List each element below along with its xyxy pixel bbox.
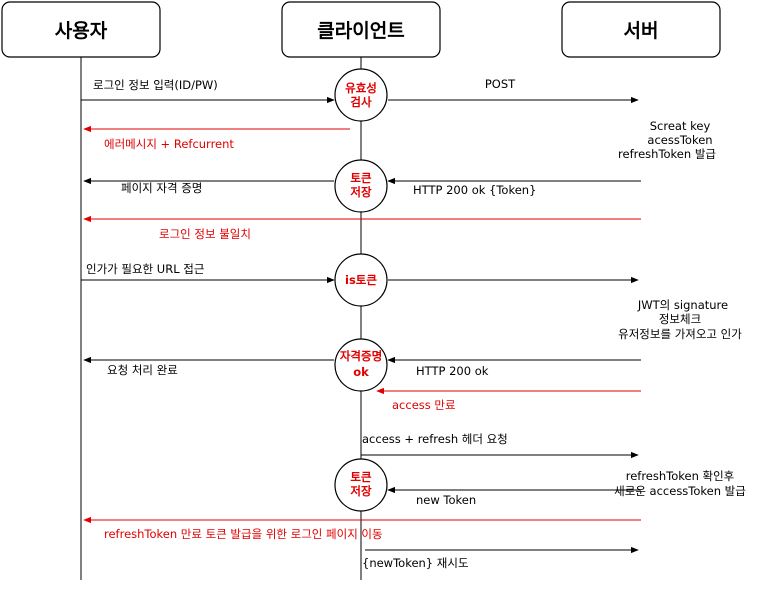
msg-access-expired: access 만료: [392, 398, 456, 412]
node-token-store-2-line2: 저장: [350, 484, 372, 498]
node-is-token: is토큰: [334, 253, 388, 307]
node-is-token-label: is토큰: [345, 273, 377, 287]
actor-server: 서버: [561, 1, 721, 58]
msg-new-token: new Token: [416, 493, 476, 507]
node-auth-ok-line2: ok: [353, 365, 369, 379]
msg-reissue-line2: 새로운 accessToken 발급: [614, 484, 746, 498]
msg-reissue-line1: refreshToken 확인후: [626, 469, 735, 483]
msg-request-done: 요청 처리 완료: [107, 363, 178, 377]
node-token-store-1-line1: 토큰: [350, 171, 372, 185]
actor-server-label: 서버: [624, 20, 659, 42]
node-token-store-1: 토큰 저장: [334, 159, 388, 213]
node-auth-ok-line1: 자격증명: [340, 349, 382, 363]
msg-issue-line3: refreshToken 발급: [618, 147, 716, 161]
msg-http-200-ok: HTTP 200 ok: [416, 364, 489, 378]
msg-verify-line1: JWT의 signature: [637, 298, 728, 312]
msg-url-access: 인가가 필요한 URL 접근: [86, 262, 204, 276]
msg-refresh-expired: refreshToken 만료 토큰 발급을 위한 로그인 페이지 이동: [104, 527, 383, 541]
msg-issue-line2: acessToken: [647, 133, 712, 147]
actor-user: 사용자: [1, 1, 161, 58]
msg-post: POST: [485, 77, 516, 91]
msg-verify-line2: 정보체크: [659, 312, 701, 326]
actor-client: 클라이언트: [281, 1, 441, 58]
msg-login-input: 로그인 정보 입력(ID/PW): [93, 78, 218, 92]
msg-issue-line1: Screat key: [650, 119, 711, 133]
node-token-store-1-line2: 저장: [350, 185, 372, 199]
msg-retry-new-token: {newToken} 재시도: [362, 556, 469, 570]
msg-login-mismatch: 로그인 정보 불일치: [159, 227, 251, 241]
msg-verify-line3: 유저정보를 가져오고 인가: [618, 327, 742, 341]
node-validation: 유효성 검사: [334, 68, 388, 122]
node-validation-line1: 유효성: [345, 81, 377, 95]
msg-error-message: 에러메시지 + Refcurrent: [104, 137, 234, 151]
node-token-store-2: 토큰 저장: [334, 458, 388, 512]
msg-http-200-token: HTTP 200 ok {Token}: [413, 183, 536, 197]
msg-page-credential: 페이지 자격 증명: [121, 181, 202, 195]
msg-access-refresh-request: access + refresh 헤더 요청: [362, 432, 508, 446]
node-auth-ok: 자격증명 ok: [334, 338, 388, 392]
node-validation-line2: 검사: [350, 95, 372, 109]
node-token-store-2-line1: 토큰: [350, 470, 372, 484]
actor-user-label: 사용자: [55, 20, 108, 42]
actor-client-label: 클라이언트: [317, 20, 404, 42]
